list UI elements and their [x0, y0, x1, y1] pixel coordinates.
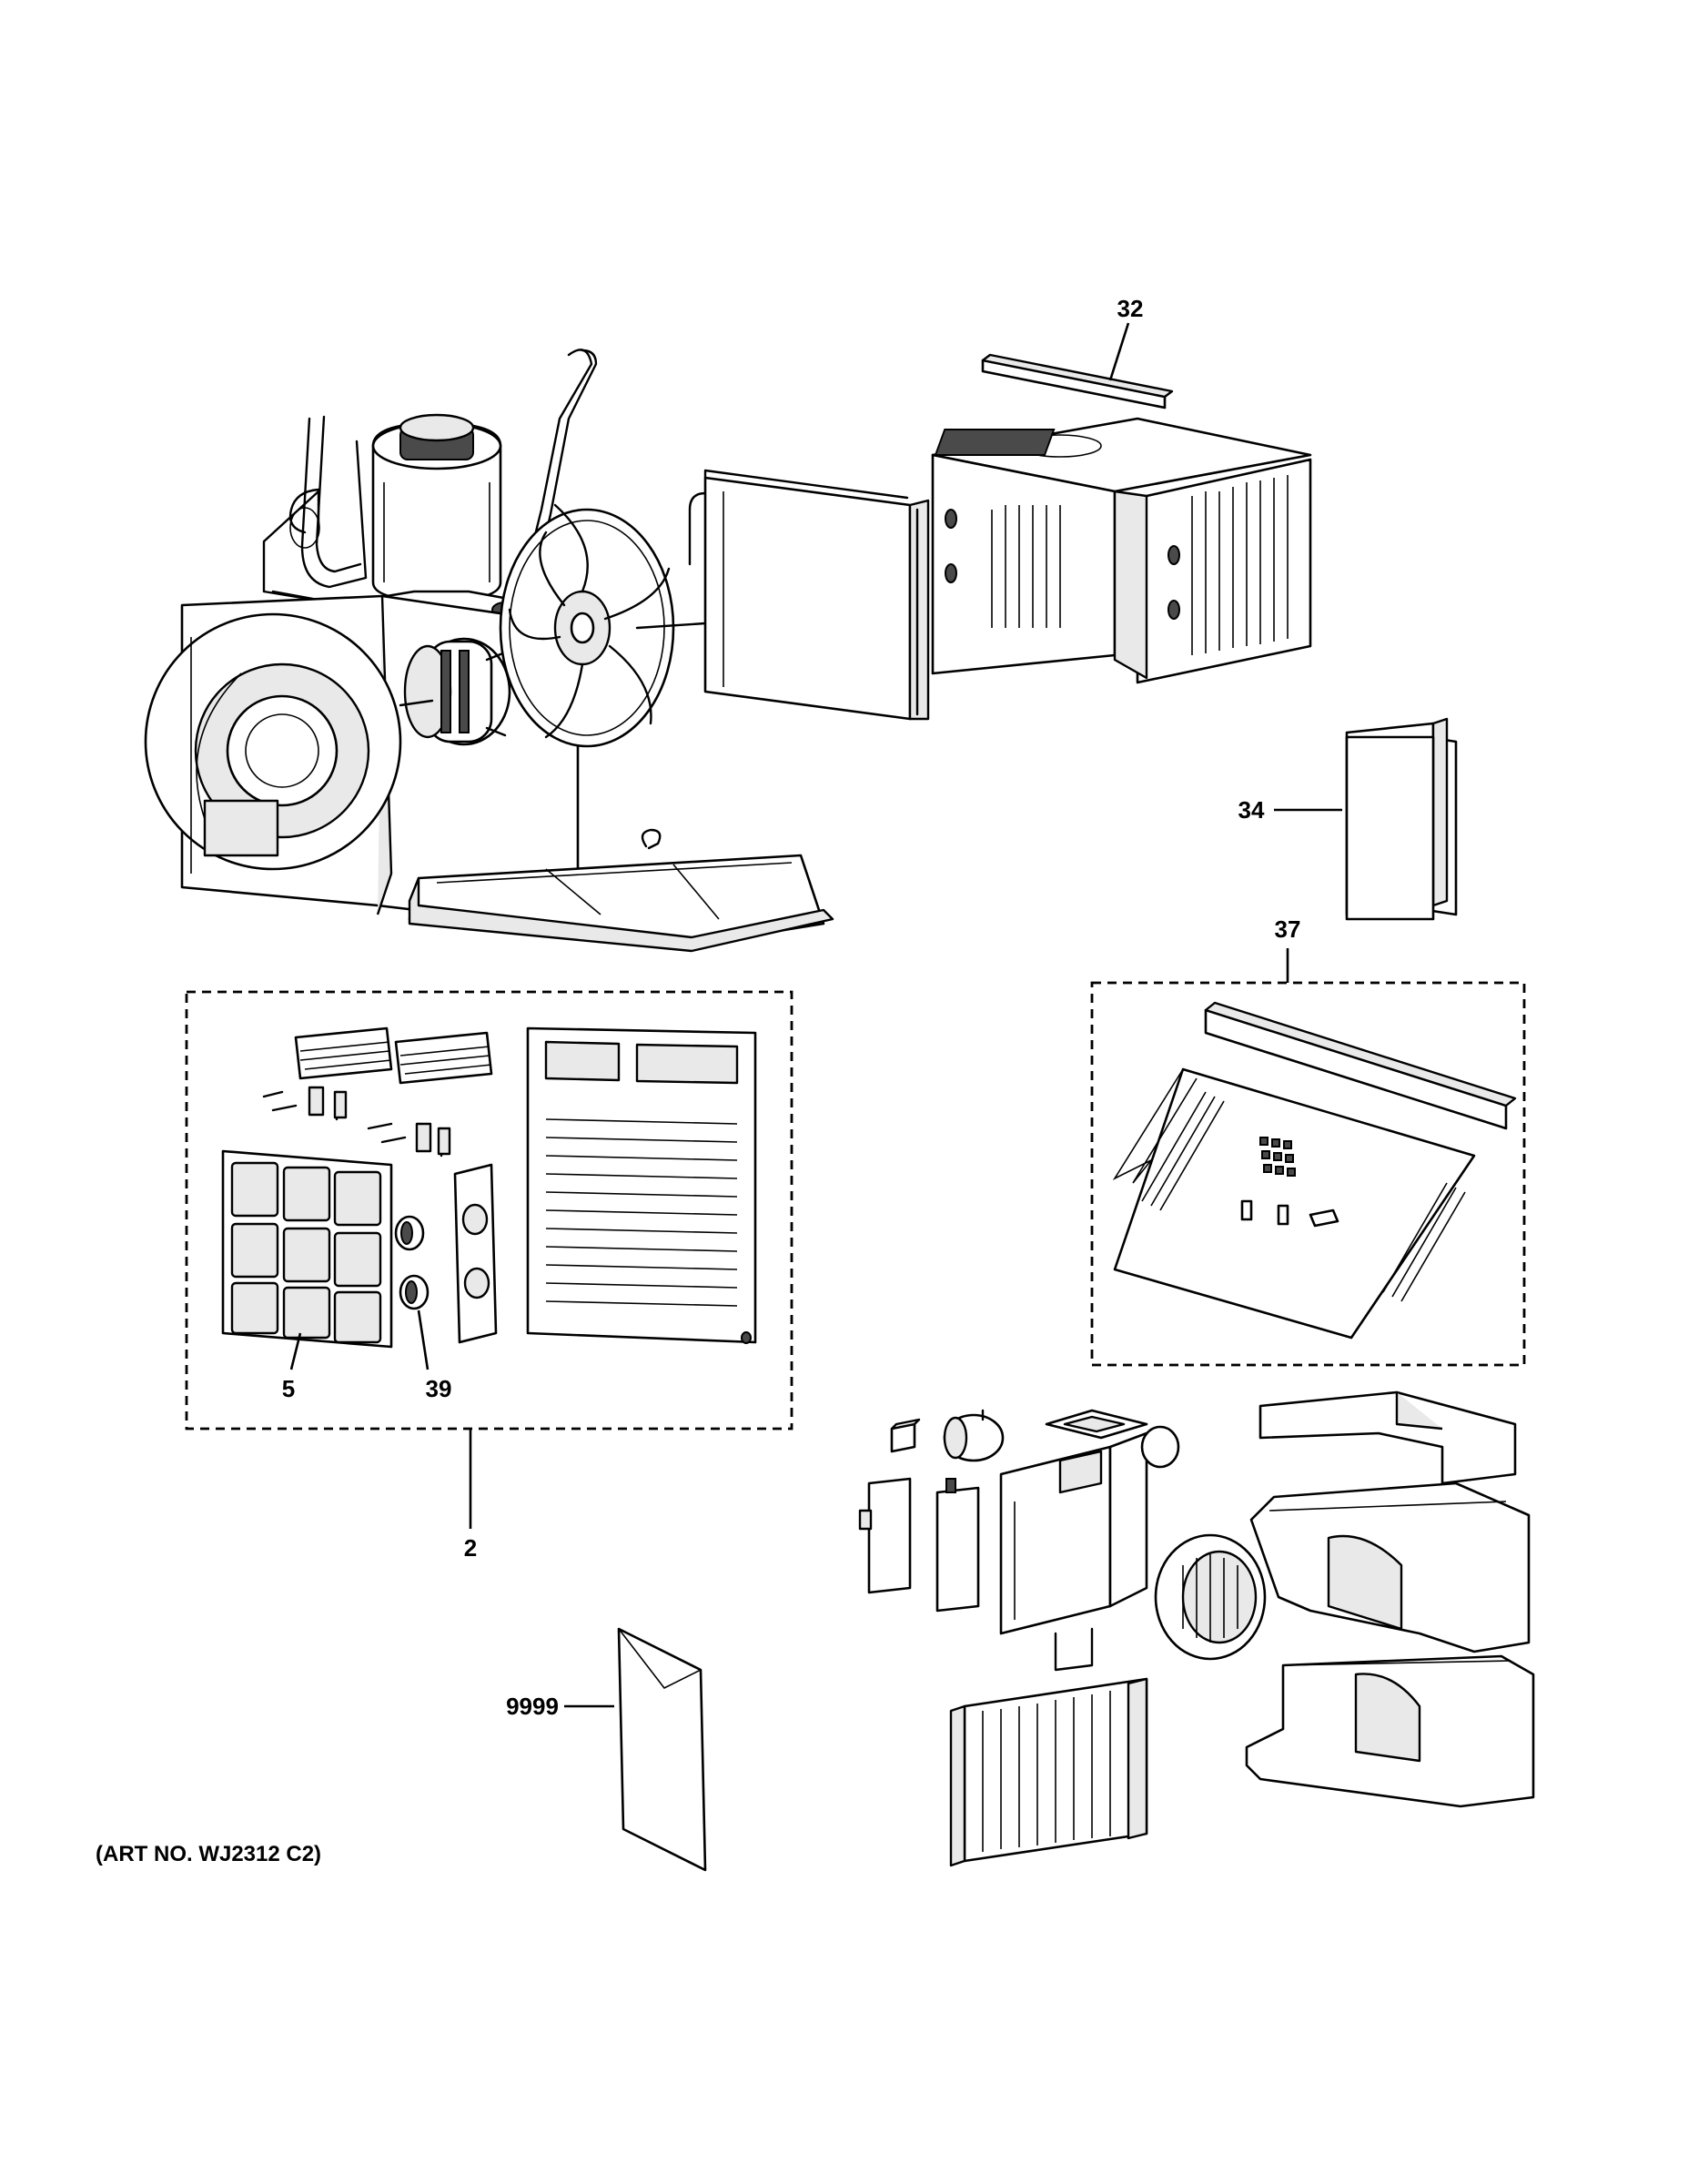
art-number: (ART NO. WJ2312 C2)	[96, 1842, 321, 1866]
filter-pads-part-34	[1345, 717, 1458, 921]
evaporator-bracket-part	[999, 1425, 1180, 1672]
window-kit-part-37	[1112, 1001, 1517, 1340]
control-board-part	[858, 1477, 980, 1613]
callout-5: 5	[282, 1375, 295, 1402]
condenser-fan-blade-part	[499, 503, 675, 748]
leader-39	[417, 1309, 430, 1370]
literature-part-9999	[617, 1627, 707, 1872]
front-grille-part	[526, 1026, 757, 1344]
discharge-tube-part	[300, 415, 368, 589]
drain-pan-part	[1245, 1654, 1535, 1808]
louver-clips-part	[262, 1086, 451, 1158]
kit-box-2	[185, 990, 793, 1431]
leader-32	[1108, 322, 1130, 381]
callout-9999: 9999	[506, 1693, 559, 1720]
blower-wheel-part	[1154, 1533, 1267, 1661]
callout-39: 39	[426, 1375, 452, 1402]
control-panel-part	[453, 1163, 498, 1344]
base-pan-part	[408, 828, 834, 953]
vent-door-part	[1045, 1409, 1148, 1440]
scroll-housing-part	[1249, 1481, 1531, 1653]
callout-32: 32	[1117, 295, 1144, 322]
fan-motor-small-part	[943, 1409, 1005, 1462]
shroud-part	[144, 594, 580, 930]
top-rail-part-32	[981, 353, 1174, 410]
condenser-coil-part	[635, 469, 930, 721]
callout-34: 34	[1238, 796, 1265, 824]
knob-part-39	[394, 1215, 430, 1310]
leader-5	[289, 1332, 302, 1370]
capacitor-part	[890, 1418, 921, 1453]
cabinet-part	[931, 417, 1312, 684]
kit-box-37	[1090, 981, 1526, 1367]
louver-part	[294, 1026, 493, 1085]
callout-37: 37	[1275, 915, 1301, 943]
callout-2: 2	[464, 1534, 477, 1562]
compressor-part	[358, 413, 521, 625]
evaporator-coil-part	[949, 1677, 1148, 1867]
fan-motor-part	[399, 637, 511, 746]
top-duct-cover-part	[1258, 1390, 1517, 1485]
filter-part-5	[221, 1149, 393, 1349]
